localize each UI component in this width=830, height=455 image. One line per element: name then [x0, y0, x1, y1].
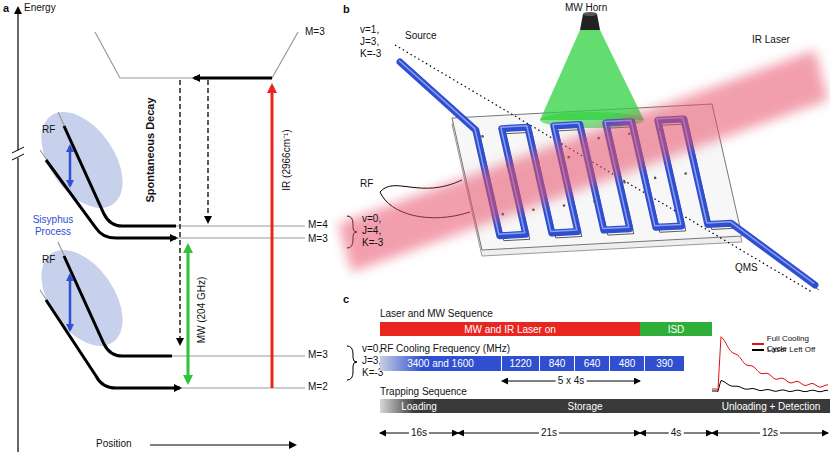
timeline-bar: 840 [540, 356, 575, 371]
duration-label: 21s [539, 427, 559, 439]
molecule-dot [654, 177, 657, 180]
molecule-dot [481, 135, 484, 138]
state-label: v=0, [362, 343, 381, 355]
state-label: K=-3 [362, 237, 383, 249]
legend-swatch [752, 349, 764, 351]
state-label: J=3, [360, 36, 379, 48]
state-label: J=3, [362, 355, 381, 367]
transition-label: IR (2966cm⁻¹) [281, 129, 293, 190]
timeline-bar: Loading [380, 399, 458, 413]
time-axis [380, 381, 828, 433]
molecule-dot [563, 204, 566, 207]
timeline-bar: ISD [640, 322, 712, 336]
state-label: M=3 [305, 26, 325, 38]
part-label: MW Horn [565, 2, 607, 14]
ir-beam [338, 50, 828, 272]
part-label: IR Laser [752, 34, 790, 46]
state-label: M=2 [308, 381, 328, 393]
bar-text: Loading [401, 401, 437, 412]
bar-text: ISD [668, 324, 685, 335]
bar-text: 1220 [509, 358, 531, 369]
process-label: Sisyphus Process [24, 214, 82, 238]
duration-label: 16s [409, 427, 429, 439]
bar-text: 3400 and 1600 [407, 358, 474, 369]
state-label: v=1, [360, 24, 379, 36]
molecule-dot [593, 200, 596, 203]
bar-text: Storage [567, 401, 602, 412]
timeline-bar: 1220 [502, 356, 540, 371]
panel-letter: c [343, 293, 349, 305]
state-label: M=4 [308, 219, 328, 231]
panel-letter: a [3, 2, 9, 14]
process-label: Spontaneous Decay [144, 97, 156, 202]
duration-label: 5 x 4s [556, 375, 587, 387]
row-label: Trapping Sequence [380, 386, 467, 398]
bar-text: Unloading + Detection [722, 401, 821, 412]
energy-diagram [12, 8, 357, 452]
state-label: M=3 [308, 233, 328, 245]
timeline-bar: 480 [610, 356, 645, 371]
timeline-bar: 3400 and 1600 [380, 356, 502, 371]
molecule-dot [684, 172, 687, 175]
timeline-bar: MW and IR Laser on [380, 322, 640, 336]
axis-label: Energy [24, 2, 56, 14]
rf-label: RF [42, 124, 55, 136]
timeline-bar: Unloading + Detection [712, 399, 830, 413]
duration-label: 12s [760, 427, 780, 439]
bar-text: 390 [656, 358, 673, 369]
part-label: Source [405, 30, 437, 42]
axis-label: Position [96, 438, 132, 450]
timeline-bar: Storage [458, 399, 712, 413]
panel-letter: b [343, 3, 350, 15]
rf-label: RF [42, 254, 55, 266]
part-label: RF [360, 178, 373, 190]
bar-text: 840 [549, 358, 566, 369]
state-label: v=0, [362, 213, 381, 225]
bar-text: 640 [584, 358, 601, 369]
legend-text: Laser Left Off [767, 345, 815, 355]
transition-label: MW (204 GHz) [196, 277, 208, 344]
duration-label: 4s [669, 427, 684, 439]
legend-entry: Laser Left Off [752, 345, 815, 355]
signal-curve [712, 381, 828, 392]
timeline-bar: 390 [645, 356, 685, 371]
molecule-dot [623, 181, 626, 184]
timeline-bar: 640 [575, 356, 610, 371]
bar-text: MW and IR Laser on [464, 324, 556, 335]
state-label: J=4, [362, 225, 381, 237]
bar-text: 480 [619, 358, 636, 369]
molecule-dot [532, 209, 535, 212]
state-label: K=-3 [360, 48, 381, 60]
row-label: RF Cooling Frequency (MHz) [380, 343, 510, 355]
legend-swatch [752, 343, 764, 345]
state-label: M=3 [308, 349, 328, 361]
part-label: QMS [735, 262, 758, 274]
row-label: Laser and MW Sequence [380, 308, 493, 320]
